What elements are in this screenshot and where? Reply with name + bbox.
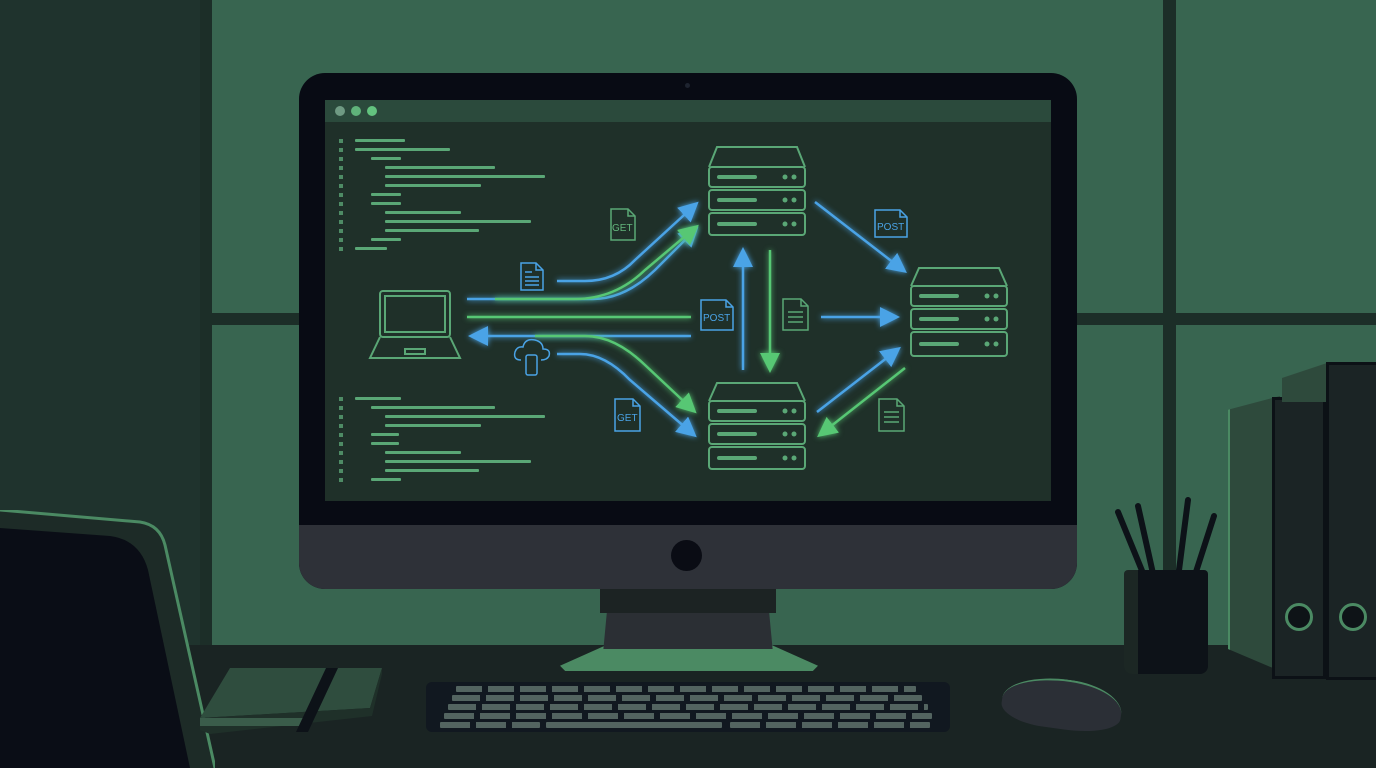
monitor-stand-base xyxy=(560,645,818,671)
get-document-bottom-icon xyxy=(614,398,641,432)
window-maximize-button[interactable] xyxy=(367,106,377,116)
binder-cover-front xyxy=(1228,396,1280,671)
binder-front xyxy=(1272,397,1326,679)
monitor-stand-shadow xyxy=(600,589,776,613)
server-bottom-icon xyxy=(708,382,806,470)
network-diagram: GET POST POST GET xyxy=(368,146,1008,470)
window-close-button[interactable] xyxy=(335,106,345,116)
window-minimize-button[interactable] xyxy=(351,106,361,116)
webcam xyxy=(685,83,690,88)
binder-ring-icon xyxy=(1285,603,1313,631)
post-document-center-icon xyxy=(700,299,734,331)
cloud-mobile-icon xyxy=(513,338,551,376)
svg-text:GET: GET xyxy=(612,223,633,234)
window-pane-top-right xyxy=(1176,0,1376,313)
pencil-cup xyxy=(1124,570,1208,674)
code-panel-top xyxy=(325,136,565,256)
code-panel-bottom xyxy=(325,394,565,489)
document-left-icon xyxy=(520,262,544,291)
screen: GET POST POST GET xyxy=(325,100,1051,501)
binder-ring-icon xyxy=(1339,603,1367,631)
window-titlebar xyxy=(325,100,1051,122)
server-top-icon xyxy=(708,146,806,236)
monitor: GET POST POST GET xyxy=(299,73,1077,589)
chair xyxy=(0,510,215,768)
svg-text:GET: GET xyxy=(617,413,638,424)
server-right-icon xyxy=(910,267,1008,357)
post-document-right-icon xyxy=(874,209,908,238)
get-document-top-icon xyxy=(610,208,636,241)
document-right-bottom-icon xyxy=(878,398,905,432)
monitor-logo xyxy=(671,540,702,571)
svg-text:POST: POST xyxy=(703,313,730,324)
keyboard[interactable] xyxy=(426,682,950,732)
laptop-icon xyxy=(368,290,462,359)
spacebar[interactable] xyxy=(546,722,722,728)
svg-text:POST: POST xyxy=(877,222,904,233)
monitor-chin xyxy=(299,525,1077,589)
document-center-icon xyxy=(782,298,809,331)
pencils xyxy=(1115,497,1217,580)
binder-back xyxy=(1326,362,1376,680)
notebook xyxy=(200,668,382,734)
